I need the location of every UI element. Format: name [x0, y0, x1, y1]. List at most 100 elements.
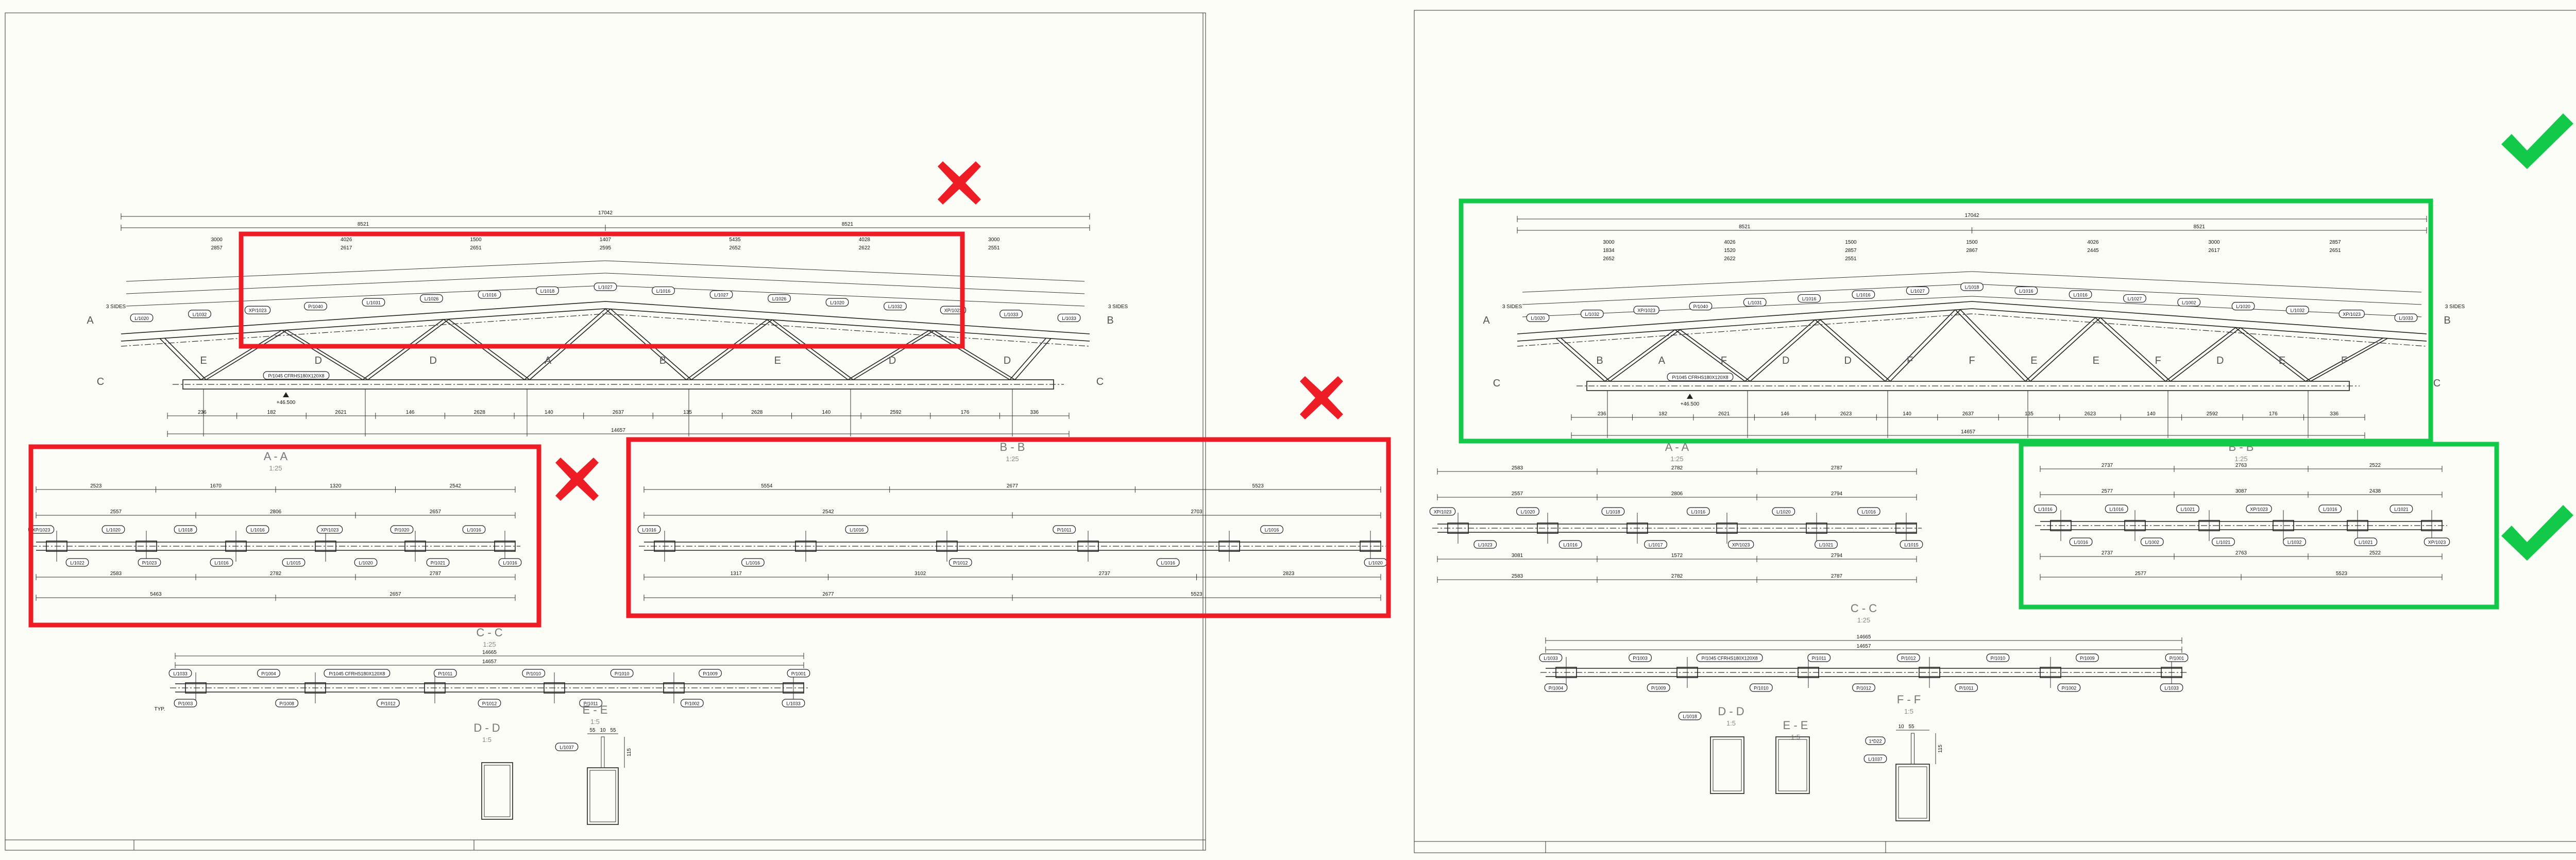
part-label-bubble: L/1016: [498, 558, 522, 567]
bubble-outline: [174, 525, 197, 534]
part-label-bubble: P/1001: [2165, 653, 2189, 662]
part-label-bubble: L/1032: [884, 302, 907, 311]
dimension-text: 5523: [2336, 571, 2348, 577]
bubble-outline: [1852, 683, 1875, 692]
sloped-dimension-text: 1500: [470, 237, 482, 243]
bubble-outline: [2177, 298, 2201, 307]
part-label-text: P/1012: [482, 701, 497, 706]
section-marker-e: E: [2093, 355, 2099, 366]
section-scale: 1:25: [1006, 455, 1019, 463]
sloped-dimension-text: 2867: [1966, 248, 1978, 254]
bubble-outline: [130, 313, 154, 322]
bubble-outline: [1689, 301, 1713, 311]
web-diagonal: [853, 330, 935, 380]
part-label-text: L/1016: [1691, 510, 1706, 515]
bubble-outline: [2076, 653, 2099, 662]
part-label-text: L/1021: [2216, 540, 2231, 545]
sloped-dimension-line: [1522, 283, 1972, 305]
section-marker-d: D: [1782, 355, 1789, 366]
dimension-text: 2583: [110, 571, 122, 577]
section-scale: 1:25: [1670, 455, 1683, 463]
part-label-bubble: XP/1023: [244, 306, 271, 314]
bubble-outline: [1749, 683, 1773, 692]
part-label-bubble: L/1020: [1772, 507, 1795, 516]
bubble-outline: [1473, 540, 1497, 549]
section-marker-d: D: [889, 355, 896, 366]
part-label-text: L/1033: [1062, 316, 1076, 321]
dimension-text: 336: [2330, 411, 2338, 417]
dimension-text: 5523: [1252, 483, 1264, 489]
dimension-text: 2787: [1831, 574, 1843, 579]
correct-box-section-bb: [2019, 442, 2499, 610]
bubble-outline: [637, 525, 661, 534]
dimension-text: 10: [600, 728, 606, 733]
section-marker-d: D: [315, 355, 322, 366]
section-title: D - D: [473, 721, 500, 734]
web-diagonal: [691, 319, 773, 380]
part-label-bubble: L/1016: [2069, 537, 2093, 546]
bubble-outline: [2212, 537, 2235, 546]
hollow-section-inner: [1713, 739, 1742, 791]
part-label-text: L/1033: [2399, 316, 2413, 321]
sloped-dimension-text: 1500: [1845, 240, 1857, 245]
dimension-text: 1670: [210, 483, 222, 489]
part-label-text: L/1018: [540, 289, 555, 294]
dimension-text: 8521: [1739, 224, 1751, 230]
bubble-outline: [1678, 712, 1702, 720]
dimension-text: 14657: [1961, 429, 1975, 435]
part-label-text: XP/1023: [249, 308, 267, 313]
dimension-text: 1320: [330, 483, 342, 489]
dimension-text: 236: [1598, 411, 1606, 417]
web-diagonal: [2310, 338, 2388, 382]
dimension-text: 2782: [1671, 574, 1683, 579]
bubble-outline: [174, 699, 197, 707]
web-diagonal: [1680, 329, 1751, 382]
section-marker-e: E: [774, 355, 781, 366]
part-label-text: XP/1023: [1637, 308, 1655, 313]
part-label-text: L/1031: [1748, 300, 1762, 306]
part-label-bubble: L/1033: [1539, 653, 1563, 662]
part-label-text: L/1033: [1544, 656, 1558, 661]
part-label-bubble: XP/1023: [2246, 504, 2272, 513]
part-label-text: P/1045 CFRHS180X120X8: [329, 671, 385, 677]
bubble-outline: [555, 743, 579, 751]
dimension-text: 115: [626, 748, 632, 756]
part-label-text: P/1004: [1549, 686, 1564, 691]
typical-note: TYP.: [155, 706, 165, 712]
section-marker-d: D: [429, 355, 436, 366]
bubble-outline: [1647, 683, 1670, 692]
section-marker-b: B: [1596, 355, 1603, 366]
dimension-text: 14665: [482, 650, 497, 655]
dimension-text: 2438: [2369, 488, 2381, 494]
section-marker-c: C: [1096, 376, 1104, 387]
sloped-dimension-text: 2857: [2329, 240, 2341, 245]
part-label-bubble: L/1021: [2212, 537, 2235, 546]
part-label-bubble: P/1010: [522, 669, 546, 678]
bottom-overall-dimension: 14657: [1571, 429, 2365, 439]
section-title: D - D: [1718, 705, 1744, 718]
section-marker-f: F: [2341, 355, 2347, 366]
section-marker-c: C: [97, 376, 104, 387]
web-diagonal: [367, 319, 449, 380]
dimension-text: 2737: [1099, 571, 1111, 577]
web-diagonal: [1604, 329, 1675, 382]
bubble-outline: [1896, 653, 1920, 662]
part-label-bubble: L/1020: [130, 313, 154, 322]
hollow-section-inner: [1898, 766, 1927, 819]
bubble-outline: [709, 290, 733, 299]
sloped-dimension-line: [605, 260, 1085, 282]
sloped-dimension-text: 4026: [1724, 240, 1736, 245]
part-label-text: P/1045 CFRHS180X120X8: [268, 374, 324, 379]
part-label-bubble: P/1009: [2076, 653, 2099, 662]
web-diagonal: [934, 330, 1015, 380]
part-label-text: L/1031: [366, 300, 381, 306]
bubble-outline: [522, 669, 546, 678]
dimension-text: 2577: [2135, 571, 2147, 577]
bubble-outline: [2014, 286, 2038, 295]
section-scale: 1:25: [483, 640, 496, 648]
